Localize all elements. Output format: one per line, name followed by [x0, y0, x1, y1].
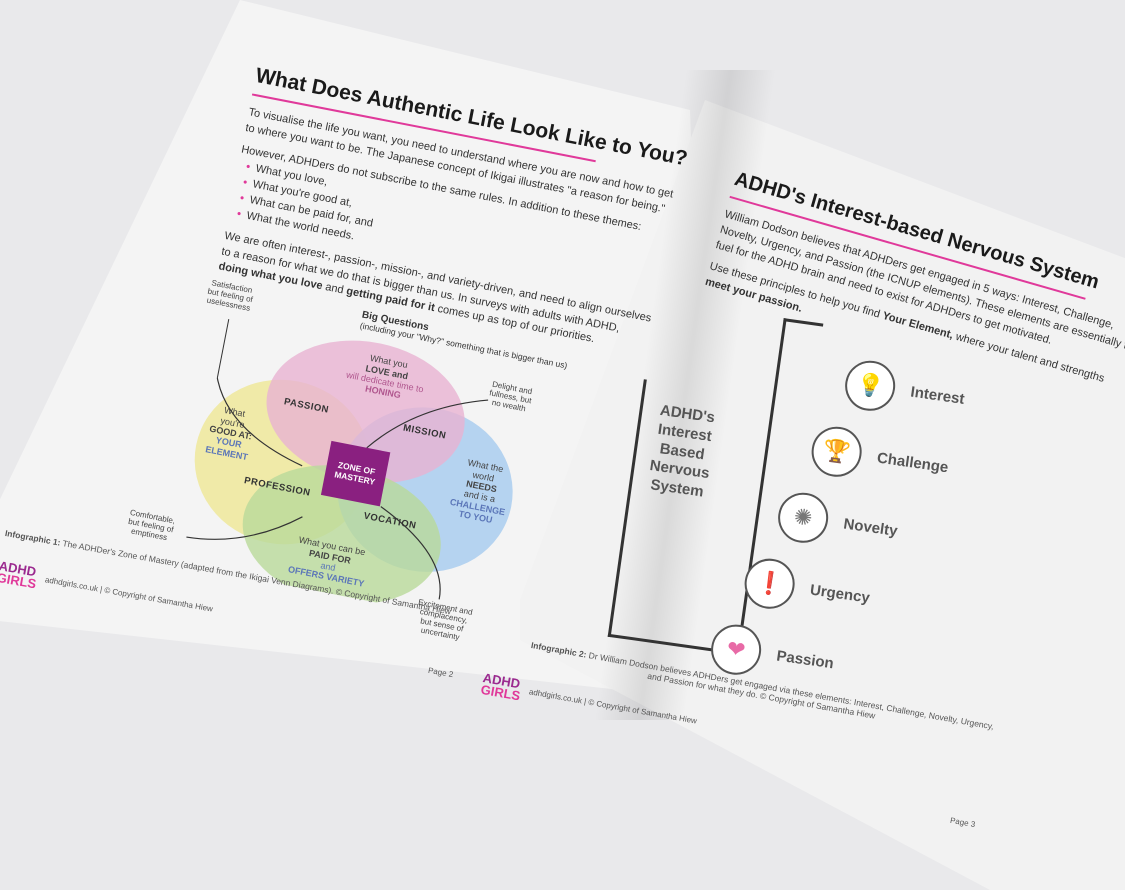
icnup-stack-title: ADHD's Interest Based Nervous System [648, 401, 716, 501]
badge-icon: ✺ [774, 489, 832, 546]
left-page-content: What Does Authentic Life Look Like to Yo… [127, 64, 689, 645]
element-novelty: ✺ Novelty [774, 489, 901, 555]
venn-diagram: What you LOVE and will dedicate time to … [127, 279, 545, 642]
element-challenge: 🏆 Challenge [808, 423, 951, 493]
person-heart-icon: ❤ [707, 621, 765, 678]
circle-needs-text: What the world NEEDS and is a CHALLENGE … [449, 457, 506, 526]
lightbulb-icon: 💡 [841, 357, 899, 415]
trophy-icon: 🏆 [808, 423, 865, 480]
icnup-diagram: ADHD's Interest Based Nervous System 💡 I… [604, 300, 966, 708]
exclamation-icon: ❗ [741, 555, 798, 612]
element-urgency: ❗ Urgency [741, 555, 873, 622]
venn-circles [186, 319, 513, 605]
